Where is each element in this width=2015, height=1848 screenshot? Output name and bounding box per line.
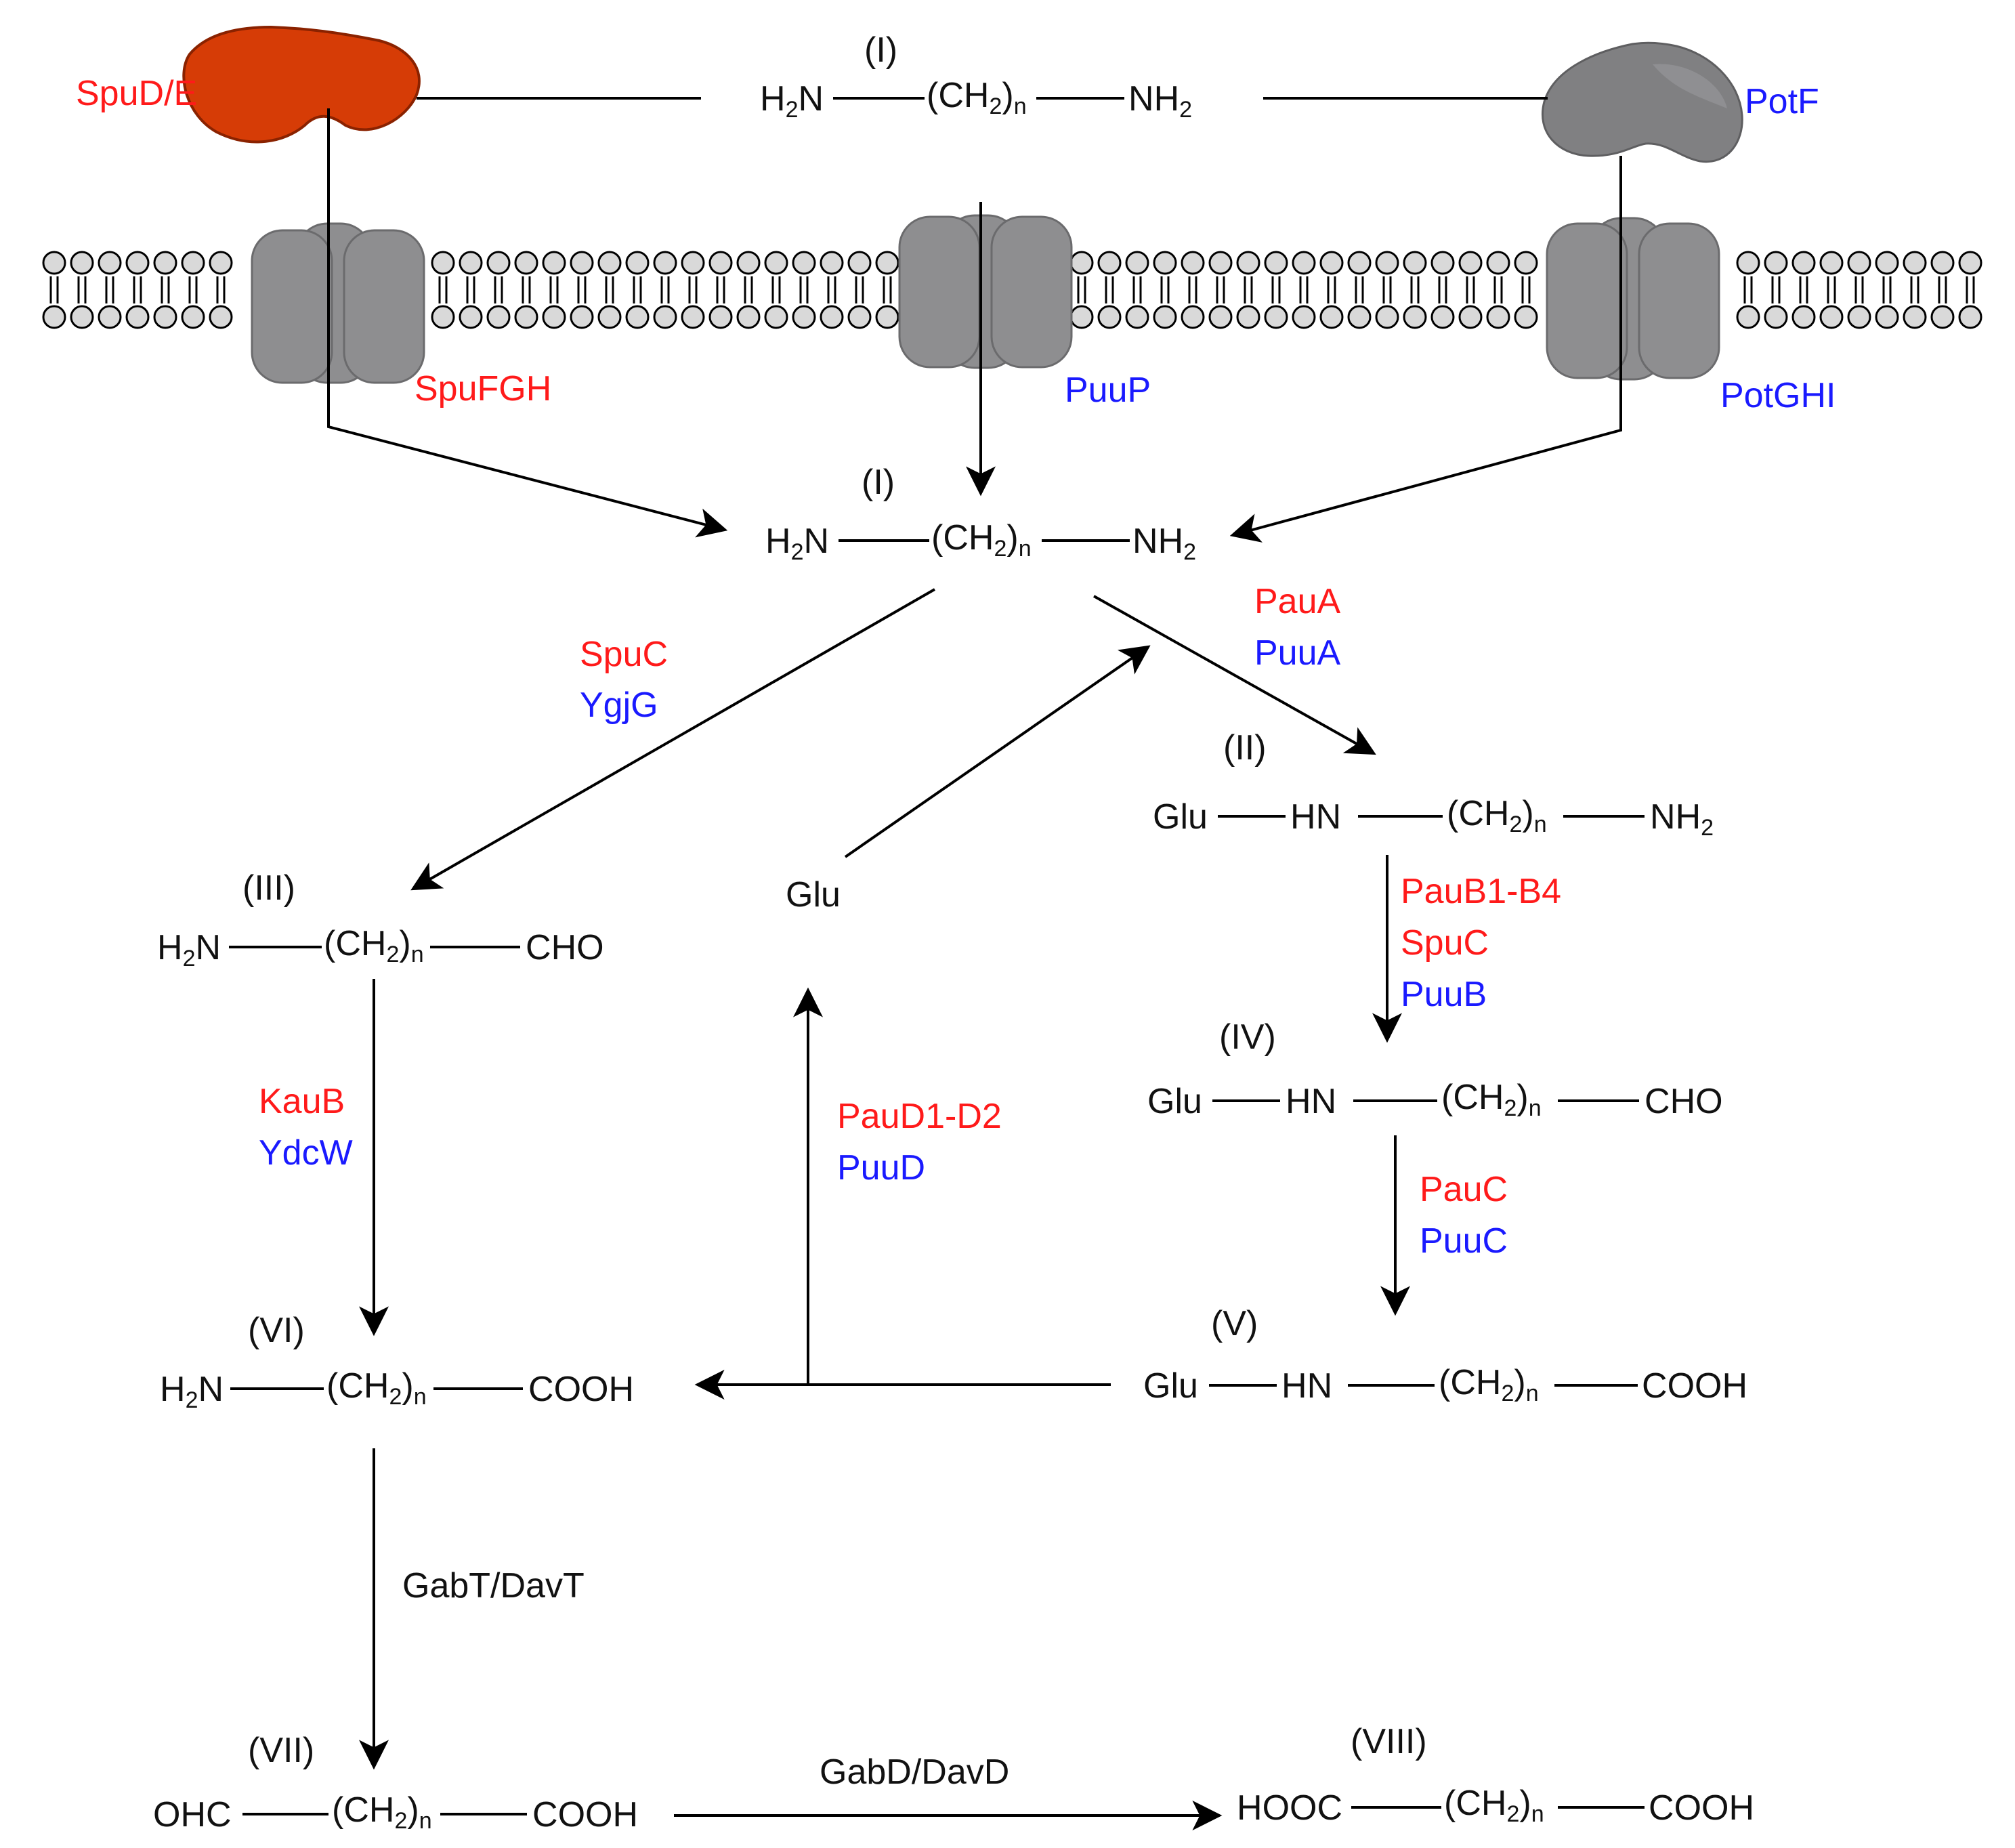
spuc-ygjg-arrow xyxy=(410,588,935,891)
potf-highlight xyxy=(1653,64,1727,108)
compound-vi-chain: (CH2)n xyxy=(326,1366,427,1410)
compound-ii-amine: NH2 xyxy=(1650,797,1714,841)
enzyme-paua-label: PauA xyxy=(1254,582,1341,621)
compound-viii-acid-left: HOOC xyxy=(1237,1788,1343,1828)
bond-lines xyxy=(229,97,1645,1815)
spufgh-transporter xyxy=(251,222,425,384)
compound-iii-number: (III) xyxy=(242,868,295,908)
compound-i-top-chain: (CH2)n xyxy=(927,76,1027,119)
enzyme-paub-label: PauB1-B4 xyxy=(1401,872,1562,911)
compound-v-glu: Glu xyxy=(1143,1366,1198,1406)
compound-vii-chain: (CH2)n xyxy=(332,1790,432,1834)
compound-i-mid-amine-left: H2N xyxy=(765,522,830,565)
enzyme-puub-label: PuuB xyxy=(1401,975,1487,1014)
spufgh-label: SpuFGH xyxy=(415,369,552,408)
compound-i-top-amine-right: NH2 xyxy=(1128,79,1193,123)
compound-ii-number: (II) xyxy=(1223,728,1267,768)
enzyme-puud-label: PuuD xyxy=(837,1148,926,1188)
compound-v-hn: HN xyxy=(1281,1366,1333,1406)
compound-v-acid: COOH xyxy=(1642,1366,1748,1406)
enzyme-kaub-label: KauB xyxy=(259,1082,345,1121)
compound-ii-hn: HN xyxy=(1290,797,1342,837)
enzyme-gabt-label: GabT/DavT xyxy=(402,1566,585,1605)
potghi-label: PotGHI xyxy=(1720,376,1836,415)
compound-i-mid-amine-right: NH2 xyxy=(1132,522,1197,565)
compound-ii-chain: (CH2)n xyxy=(1447,794,1547,837)
compound-iii-amine: H2N xyxy=(157,928,221,971)
compound-vii-aldehyde: OHC xyxy=(153,1795,232,1834)
glu-label: Glu xyxy=(786,875,841,915)
compound-vii-acid: COOH xyxy=(532,1795,639,1834)
pathway-connectors xyxy=(327,97,1622,1830)
compound-vi-number: (VI) xyxy=(248,1311,305,1350)
compound-i-top-amine-left: H2N xyxy=(760,79,824,123)
compound-vi-amine: H2N xyxy=(160,1370,224,1413)
enzyme-puua-label: PuuA xyxy=(1254,633,1341,673)
enzyme-puuc-label: PuuC xyxy=(1420,1221,1508,1261)
potghi-transporter xyxy=(1546,217,1720,381)
potf-label: PotF xyxy=(1745,82,1819,121)
compound-viii-acid-right: COOH xyxy=(1649,1788,1755,1828)
cell-membrane xyxy=(42,251,1982,329)
compound-iii-chain: (CH2)n xyxy=(324,924,424,967)
spude-binding-protein xyxy=(182,25,421,144)
compound-vi-acid: COOH xyxy=(528,1370,635,1409)
compound-v-number: (V) xyxy=(1211,1304,1258,1343)
enzyme-pauc-label: PauC xyxy=(1420,1170,1508,1209)
spufgh-import-arrow xyxy=(327,108,728,538)
compound-iii-aldehyde: CHO xyxy=(526,928,604,967)
potghi-import-arrow xyxy=(1229,156,1622,543)
compound-i-top-number: (I) xyxy=(864,30,898,70)
compound-iv-aldehyde: CHO xyxy=(1645,1082,1723,1121)
compound-iv-hn: HN xyxy=(1286,1082,1337,1121)
compound-vii-number: (VII) xyxy=(248,1731,315,1770)
enzyme-spuc-2-label: SpuC xyxy=(1401,923,1489,963)
enzyme-spuc-label: SpuC xyxy=(580,635,669,674)
puup-label: PuuP xyxy=(1065,371,1151,410)
compound-viii-chain: (CH2)n xyxy=(1444,1784,1544,1827)
glu-release-arrow xyxy=(844,645,1151,858)
enzyme-ygjg-label: YgjG xyxy=(580,686,658,725)
compound-i-mid-chain: (CH2)n xyxy=(931,518,1032,562)
enzyme-ydcw-label: YdcW xyxy=(259,1133,353,1173)
compound-viii-number: (VIII) xyxy=(1351,1722,1427,1761)
compound-ii-glu: Glu xyxy=(1153,797,1208,837)
enzyme-paud-label: PauD1-D2 xyxy=(837,1097,1002,1136)
compound-iv-chain: (CH2)n xyxy=(1441,1078,1542,1121)
paua-puua-arrow xyxy=(1093,595,1376,755)
spude-label: SpuD/E xyxy=(76,74,198,113)
compound-v-chain: (CH2)n xyxy=(1439,1363,1539,1406)
compound-iv-glu: Glu xyxy=(1147,1082,1202,1121)
compound-i-mid-number: (I) xyxy=(862,463,895,502)
puup-transporter xyxy=(898,214,1073,369)
compound-iv-number: (IV) xyxy=(1219,1017,1276,1057)
enzyme-gabd-label: GabD/DavD xyxy=(820,1752,1010,1792)
